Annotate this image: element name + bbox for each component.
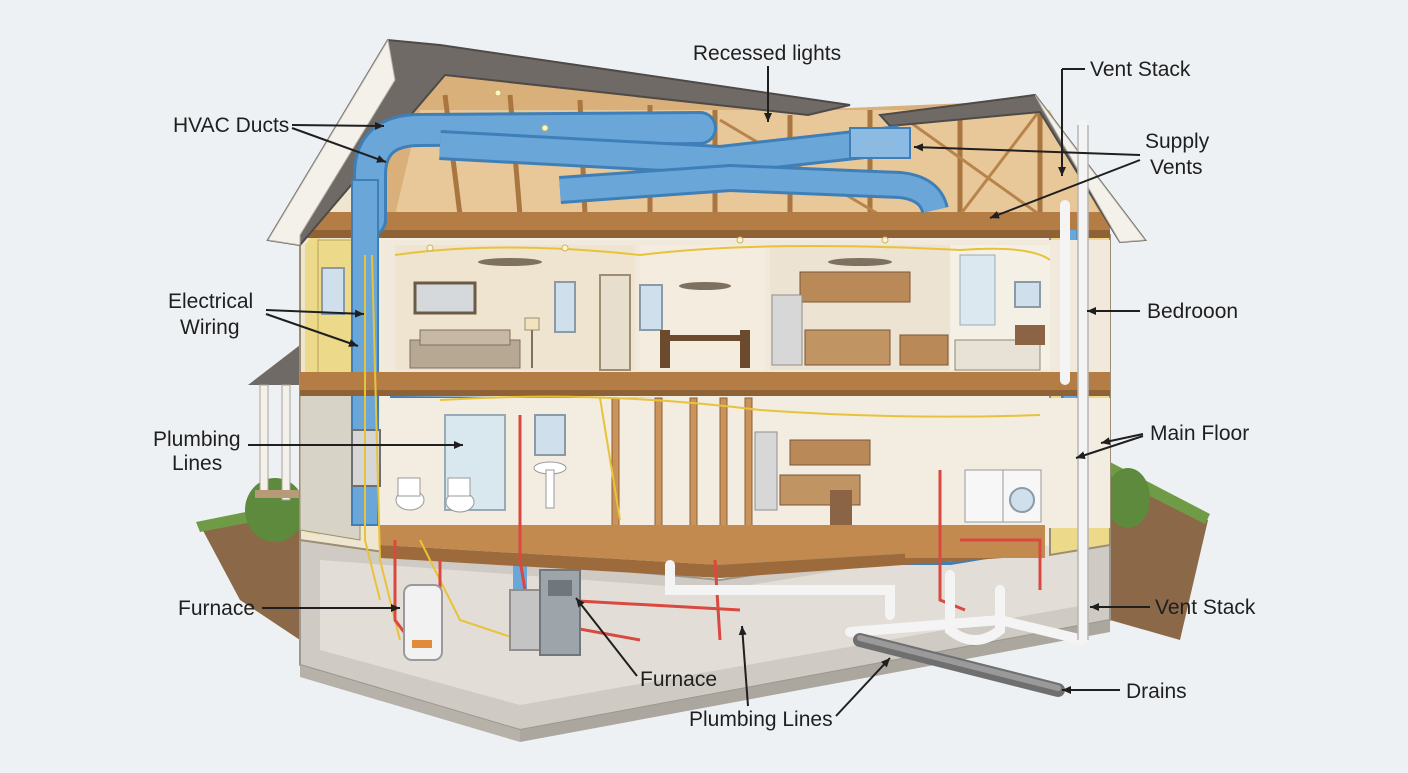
arrow-supply-vents-2 <box>989 159 1141 219</box>
label-bedroom: Bedrooon <box>1147 300 1238 323</box>
arrow-main-floor-1 <box>1100 433 1144 446</box>
callouts: Recessed lights HVAC Ducts Vent Stack Su… <box>153 42 1256 731</box>
basement <box>299 518 1111 742</box>
arrow-furnace-center <box>575 597 638 677</box>
sewer-drain <box>853 633 1065 697</box>
arrow-main-floor-2 <box>1075 435 1144 459</box>
water-heater <box>403 584 443 661</box>
arrow-plumbing-bottom-2 <box>835 657 891 717</box>
arrow-hvac-ducts-1 <box>291 121 385 130</box>
label-vent-stack-top: Vent Stack <box>1090 58 1191 81</box>
label-electrical-1: Electrical <box>168 290 253 313</box>
drain-pipes-outline <box>1077 125 1089 640</box>
arrow-electrical-2 <box>265 313 359 347</box>
arrow-hvac-ducts-2 <box>291 127 387 163</box>
label-furnace-left: Furnace <box>178 597 255 620</box>
label-plumbing-bottom: Plumbing Lines <box>689 708 833 731</box>
upper-floor <box>380 240 1110 375</box>
drain-pipes <box>665 120 1088 645</box>
label-drains: Drains <box>1126 680 1187 703</box>
label-plumbing-left-2: Lines <box>172 452 222 475</box>
arrow-supply-vents-1 <box>913 143 1141 156</box>
porch <box>248 345 310 501</box>
label-hvac-ducts: HVAC Ducts <box>173 114 289 137</box>
label-supply-vents-1: Supply <box>1145 130 1210 153</box>
arrow-electrical-1 <box>265 309 365 318</box>
label-plumbing-left-1: Plumbing <box>153 428 241 451</box>
label-electrical-2: Wiring <box>180 316 240 339</box>
label-supply-vents-2: Vents <box>1150 156 1203 179</box>
furnace-unit <box>509 569 581 656</box>
label-main-floor: Main Floor <box>1150 422 1249 445</box>
label-vent-stack-bottom: Vent Stack <box>1155 596 1256 619</box>
main-floor <box>351 397 1110 549</box>
label-furnace-center: Furnace <box>640 668 717 691</box>
label-recessed-lights: Recessed lights <box>693 42 841 65</box>
electrical-wiring <box>364 245 1051 641</box>
recessed-lights <box>426 89 889 252</box>
floor-slab-upper <box>300 372 1110 396</box>
arrow-plumbing-bottom-1 <box>738 625 749 707</box>
